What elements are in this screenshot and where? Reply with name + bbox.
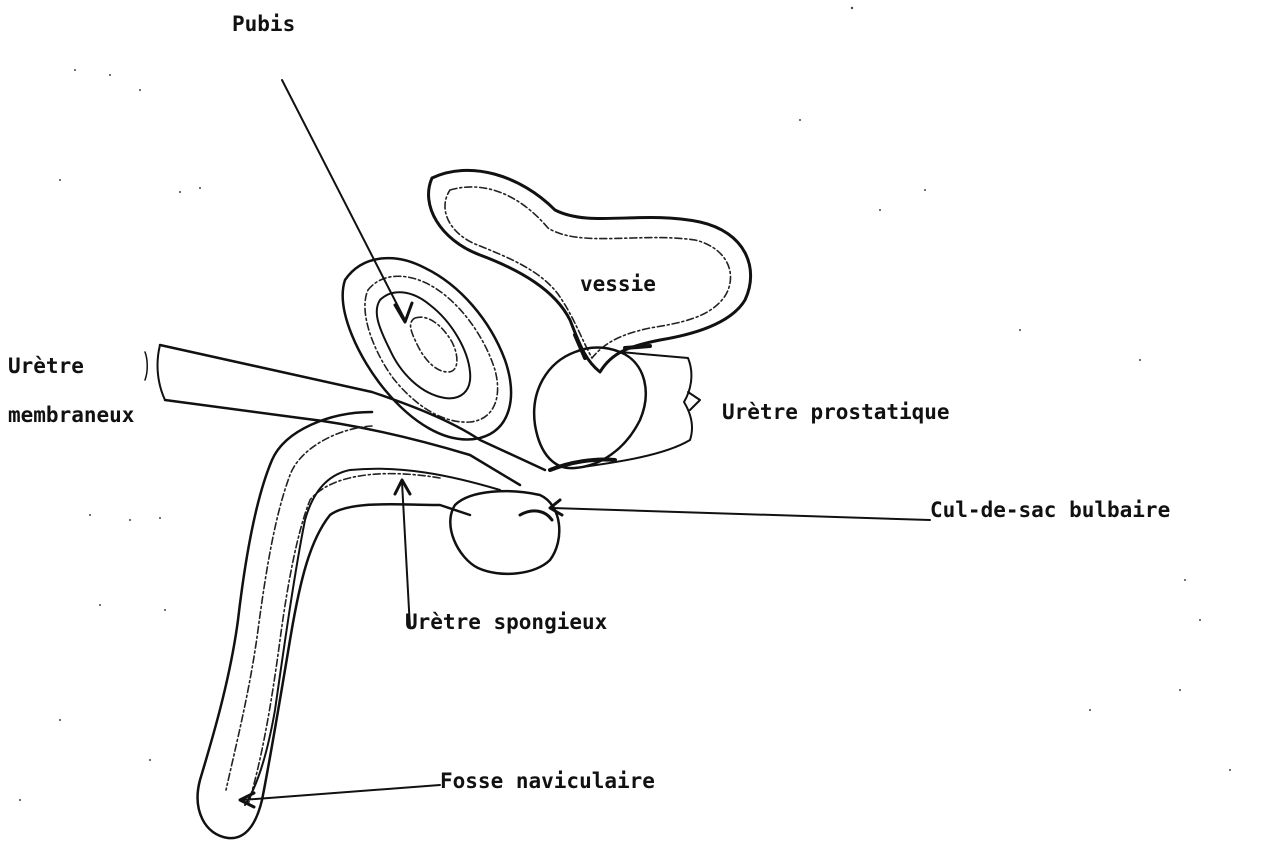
uretre-label: Urètre [8, 356, 84, 377]
cul-de-sac-leader-line [552, 508, 930, 520]
bladder-neck-fold-right [625, 346, 650, 348]
pubis-inner-contour [377, 292, 470, 398]
penis-inner-wall-right [248, 474, 440, 805]
prostate-outline [534, 348, 646, 469]
cul-de-sac-bulbaire-label: Cul-de-sac bulbaire [930, 500, 1170, 521]
vessie-label: vessie [580, 274, 656, 295]
membraneux-label: membraneux [8, 405, 134, 426]
membranous-bracket [145, 352, 147, 380]
fosse-naviculaire-label: Fosse naviculaire [440, 771, 655, 792]
penis-inner-wall-left [226, 426, 372, 790]
uretre-spongieux-label: Urètre spongieux [405, 612, 607, 633]
prostatic-bracket [688, 392, 700, 410]
bladder-neck-fold-left [575, 335, 585, 358]
membranous-urethra-end [158, 345, 165, 400]
prostatic-urethra-fold [550, 459, 615, 470]
pubis-middle-contour [365, 276, 498, 422]
navicular-leader-line [242, 785, 440, 800]
pubis-label: Pubis [232, 14, 295, 35]
bulb-outline [450, 491, 559, 574]
bulb-recess [520, 511, 552, 520]
uretre-prostatique-label: Urètre prostatique [722, 402, 950, 423]
prostate-capsule [575, 352, 692, 468]
spongy-urethra-channel [245, 469, 500, 805]
